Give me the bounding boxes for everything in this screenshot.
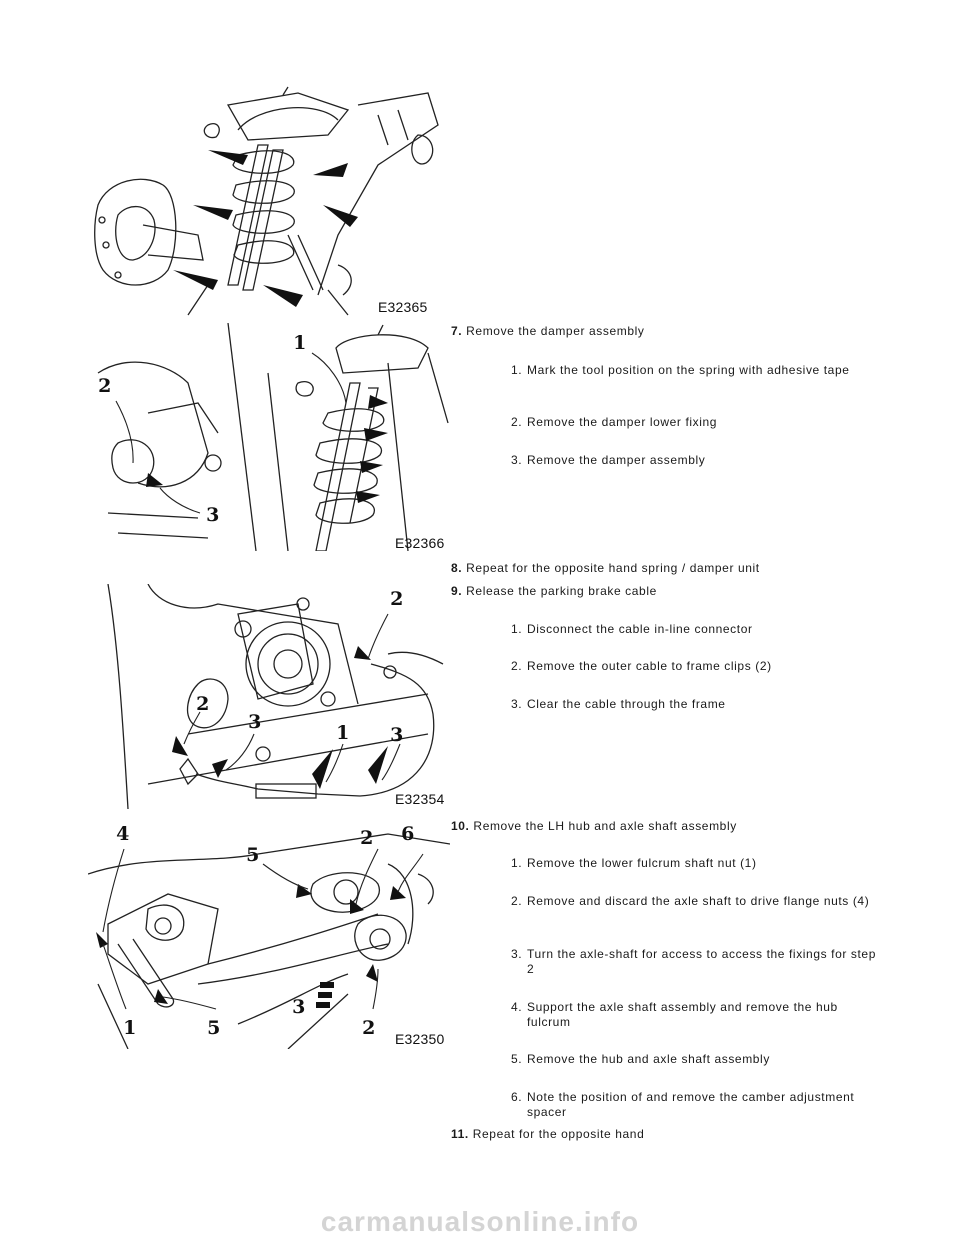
- callout-5: 5: [246, 844, 260, 866]
- step-10-sub-1: 1. Remove the lower fulcrum shaft nut (1): [511, 856, 881, 871]
- sub-number: 3.: [511, 947, 523, 961]
- step-number: 10.: [451, 819, 470, 833]
- step-number: 8.: [451, 561, 463, 575]
- callout-1: 1: [293, 332, 307, 354]
- sub-number: 3.: [511, 697, 523, 711]
- sub-text: Remove the damper assembly: [527, 453, 706, 467]
- hub-axle-shaft-illustration: [88, 833, 450, 1049]
- parking-brake-cable-illustration: [107, 584, 444, 809]
- step-10-sub-6: 6. Note the position of and remove the ca…: [511, 1090, 881, 1120]
- sub-number: 3.: [511, 453, 523, 467]
- watermark[interactable]: carmanualsonline.info: [320, 1206, 640, 1237]
- figure-code: E32365: [378, 299, 428, 315]
- callout-2: 2: [362, 1017, 376, 1039]
- callout-3: 3: [248, 711, 262, 733]
- figure-code: E32354: [395, 791, 445, 807]
- figure-code: E32350: [395, 1031, 445, 1047]
- sub-number: 1.: [511, 622, 523, 636]
- step-7-sub-3: 3. Remove the damper assembly: [511, 453, 881, 468]
- callout-1: 1: [123, 1017, 137, 1039]
- callout-3: 3: [206, 504, 220, 526]
- step-10-sub-4: 4. Support the axle shaft assembly and re…: [511, 1000, 881, 1030]
- step-text: Release the parking brake cable: [466, 584, 657, 598]
- step-9-sub-3: 3. Clear the cable through the frame: [511, 697, 881, 712]
- step-number: 9.: [451, 584, 463, 598]
- step-9-sub-2: 2. Remove the outer cable to frame clips …: [511, 659, 881, 674]
- sub-number: 1.: [511, 363, 523, 377]
- callout-4: 4: [116, 823, 130, 845]
- callout-3: 3: [292, 996, 306, 1018]
- step-7: 7. Remove the damper assembly: [451, 324, 645, 339]
- sub-number: 2.: [511, 659, 523, 673]
- callout-3: 3: [390, 724, 404, 746]
- step-10-sub-3: 3. Turn the axle-shaft for access to acce…: [511, 947, 881, 977]
- step-11: 11. Repeat for the opposite hand: [451, 1127, 644, 1142]
- callout-2: 2: [196, 693, 210, 715]
- step-10: 10. Remove the LH hub and axle shaft ass…: [451, 819, 737, 834]
- step-text: Repeat for the opposite hand: [472, 1127, 645, 1141]
- callout-6: 6: [401, 823, 415, 845]
- step-9: 9. Release the parking brake cable: [451, 584, 657, 599]
- callout-2: 2: [98, 375, 112, 397]
- sub-text: Clear the cable through the frame: [527, 697, 726, 711]
- callout-2: 2: [360, 827, 374, 849]
- figure-e32366: 1 2 3 E32366: [88, 323, 450, 551]
- sub-number: 2.: [511, 894, 523, 908]
- step-text: Remove the damper assembly: [466, 324, 645, 338]
- sub-text: Disconnect the cable in-line connector: [527, 622, 753, 636]
- sub-text: Turn the axle-shaft for access to access…: [527, 947, 876, 976]
- callout-1: 1: [336, 722, 350, 744]
- step-10-sub-2: 2. Remove and discard the axle shaft to d…: [511, 894, 881, 909]
- damper-removal-illustration: [97, 323, 449, 551]
- sub-number: 6.: [511, 1090, 523, 1104]
- sub-text: Remove and discard the axle shaft to dri…: [527, 894, 870, 908]
- step-8: 8. Repeat for the opposite hand spring /…: [451, 561, 760, 576]
- sub-text: Remove the lower fulcrum shaft nut (1): [527, 856, 757, 870]
- callout-2: 2: [390, 588, 404, 610]
- figure-e32365: E32365: [88, 85, 450, 320]
- step-7-sub-2: 2. Remove the damper lower fixing: [511, 415, 881, 430]
- sub-text: Mark the tool position on the spring wit…: [527, 363, 850, 377]
- step-7-sub-1: 1. Mark the tool position on the spring w…: [511, 363, 881, 378]
- sub-number: 5.: [511, 1052, 523, 1066]
- sub-number: 1.: [511, 856, 523, 870]
- sub-number: 2.: [511, 415, 523, 429]
- sub-text: Remove the hub and axle shaft assembly: [527, 1052, 770, 1066]
- figure-e32350: 4 5 2 6 3 1 5 2 E32350: [88, 814, 450, 1049]
- sub-text: Remove the damper lower fixing: [527, 415, 718, 429]
- figure-code: E32366: [395, 535, 445, 551]
- step-text: Remove the LH hub and axle shaft assembl…: [473, 819, 737, 833]
- sub-text: Note the position of and remove the camb…: [527, 1090, 855, 1119]
- callout-5: 5: [207, 1017, 221, 1039]
- sub-text: Remove the outer cable to frame clips (2…: [527, 659, 772, 673]
- spring-compressor-illustration: [94, 86, 439, 316]
- step-10-sub-5: 5. Remove the hub and axle shaft assembly: [511, 1052, 881, 1067]
- sub-text: Support the axle shaft assembly and remo…: [527, 1000, 838, 1029]
- step-number: 7.: [451, 324, 463, 338]
- step-number: 11.: [451, 1127, 469, 1141]
- step-text: Repeat for the opposite hand spring / da…: [466, 561, 760, 575]
- figure-e32354: 2 2 3 1 3 E32354: [88, 584, 450, 809]
- step-9-sub-1: 1. Disconnect the cable in-line connector: [511, 622, 881, 637]
- sub-number: 4.: [511, 1000, 523, 1014]
